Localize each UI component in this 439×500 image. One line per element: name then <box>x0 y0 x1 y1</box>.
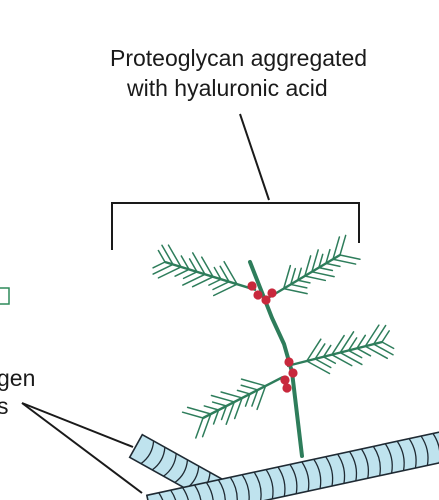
core-protein-upper-left <box>152 244 257 297</box>
core-protein-lower-left <box>181 375 284 439</box>
link-protein-6 <box>288 368 298 378</box>
link-protein-5 <box>284 357 294 367</box>
collagen-label-line1: gen <box>0 365 36 391</box>
link-protein-4 <box>267 288 277 298</box>
link-protein-8 <box>282 383 292 393</box>
bracket <box>111 113 360 250</box>
proteoglycan-label-line1: Proteoglycan aggregated <box>110 45 368 71</box>
proteoglycan-aggregate <box>152 234 395 458</box>
pointer-line <box>239 113 270 201</box>
partial-legend-box <box>0 287 10 305</box>
collagen-pointer-lines <box>21 402 143 494</box>
proteoglycan-label-line2: with hyaluronic acid <box>127 75 328 101</box>
collagen-fibril-lower <box>145 431 439 500</box>
link-protein-7 <box>280 375 290 385</box>
core-protein-lower-right <box>286 324 395 375</box>
collagen-fibrils <box>128 431 439 500</box>
link-protein-2 <box>253 290 263 300</box>
bracket-line <box>111 202 360 250</box>
link-protein-1 <box>247 281 257 291</box>
link-protein-3 <box>261 295 271 305</box>
core-protein-upper-right <box>267 234 361 300</box>
collagen-label-line2: s <box>0 393 9 419</box>
